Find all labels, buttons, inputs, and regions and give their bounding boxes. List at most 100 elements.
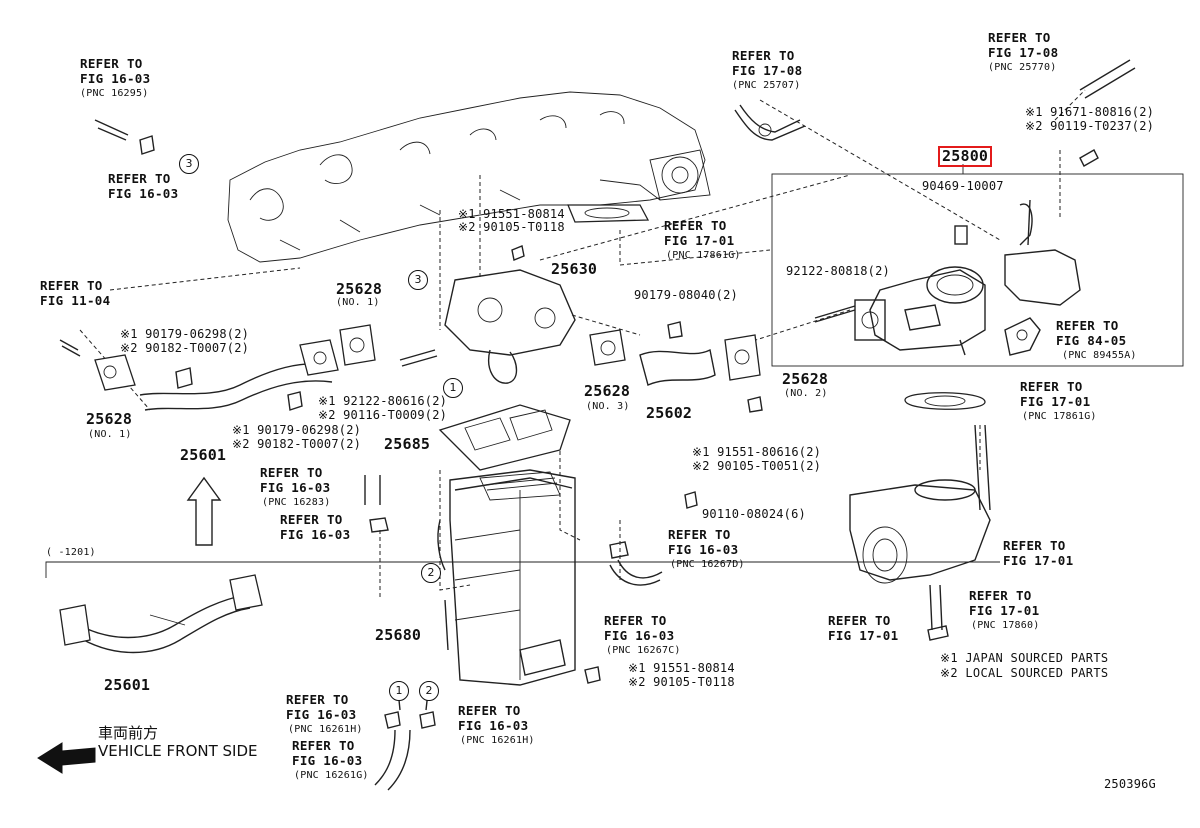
part-sublabel: (NO. 3) [586,401,630,412]
refer-label: REFER TO [828,613,891,628]
part-sublabel: (NO. 2) [784,388,828,399]
callout-circle-2: 2 [421,563,441,583]
refer-label: REFER TO [260,465,323,480]
fastener-label: ※2 90105-T0118 [458,220,565,234]
fastener-label: ※2 90105-T0118 [628,675,735,689]
refer-fig: FIG 11-04 [40,293,111,308]
refer-fig: FIG 16-03 [292,753,363,768]
fastener-label: ※2 90182-T0007(2) [232,437,362,451]
refer-fig: FIG 17-01 [664,233,735,248]
vehicle-front-en: VEHICLE FRONT SIDE [98,742,258,760]
egr-valve-box [771,59,1184,367]
refer-fig: FIG 17-01 [828,628,899,643]
fastener-label: ※2 90119-T0237(2) [1025,119,1155,133]
refer-label: REFER TO [286,692,349,707]
fastener-label: ※1 90179-06298(2) [232,423,362,437]
fastener-label: ※2 90105-T0051(2) [692,459,822,473]
refer-label: REFER TO [292,738,355,753]
part-number[interactable]: 25601 [104,676,151,694]
refer-label: REFER TO [280,512,343,527]
throttle-body [849,392,991,641]
callout-circle-1: 1 [443,378,463,398]
callout-circle-1: 1 [389,681,409,701]
refer-label: REFER TO [988,30,1051,45]
note-japan-sourced: ※1 JAPAN SOURCED PARTS [940,651,1109,665]
fastener-label: ※1 92122-80616(2) [318,394,448,408]
refer-label: REFER TO [40,278,103,293]
fastener-label: 90110-08024(6) [702,507,806,521]
refer-fig: FIG 17-01 [1020,394,1091,409]
part-sublabel: (NO. 1) [336,297,380,308]
fastener-label: 92122-80818(2) [786,264,890,278]
part-number[interactable]: 25602 [646,404,693,422]
refer-pnc: (PNC 17860) [971,620,1040,631]
refer-fig: FIG 16-03 [280,527,351,542]
refer-fig: FIG 16-03 [108,186,179,201]
refer-fig: FIG 16-03 [260,480,331,495]
refer-pnc: (PNC 17861G) [666,250,741,261]
part-number[interactable]: 25680 [375,626,422,644]
diagram-code: 250396G [1104,777,1156,791]
refer-pnc: (PNC 16261H) [460,735,535,746]
refer-fig: FIG 16-03 [286,707,357,722]
alt-pipe-bracket [45,561,1000,654]
year-bracket-label: ( -1201) [46,547,96,558]
egr-cooler [437,404,576,686]
refer-fig: FIG 16-03 [668,542,739,557]
refer-pnc: (PNC 89455A) [1062,350,1137,361]
arrow-up-drawing [186,476,222,546]
refer-label: REFER TO [668,527,731,542]
refer-pnc: (PNC 25770) [988,62,1057,73]
hose-17-08 [734,104,806,141]
refer-fig: FIG 17-01 [1003,553,1074,568]
center-assembly [94,119,763,413]
part-number[interactable]: 25628 [584,382,631,400]
fastener-label: ※2 90116-T0009(2) [318,408,448,422]
vehicle-front-jp: 車両前方 [98,724,159,742]
refer-pnc: (PNC 25707) [732,80,801,91]
refer-pnc: (PNC 16261G) [294,770,369,781]
fastener-label: ※1 91551-80616(2) [692,445,822,459]
refer-pnc: (PNC 16261H) [288,724,363,735]
refer-pnc: (PNC 16267C) [606,645,681,656]
leader-lines [79,99,1061,600]
fastener-label: ※1 91551-80814 [458,207,565,221]
hoses [364,475,698,791]
refer-label: REFER TO [1056,318,1119,333]
refer-fig: FIG 17-08 [732,63,803,78]
refer-fig: FIG 17-01 [969,603,1040,618]
refer-label: REFER TO [1003,538,1066,553]
refer-label: REFER TO [604,613,667,628]
fastener-label: ※2 90182-T0007(2) [120,341,250,355]
egr-pipe-25601 [59,339,339,411]
part-number-25800-highlight[interactable]: 25800 [938,146,993,167]
part-number[interactable]: 25630 [551,260,598,278]
refer-pnc: (PNC 16267D) [670,559,745,570]
refer-label: REFER TO [1020,379,1083,394]
refer-label: REFER TO [664,218,727,233]
front-arrow [37,742,96,774]
refer-label: REFER TO [108,171,171,186]
callout-circle-2: 2 [419,681,439,701]
part-number[interactable]: 25685 [384,435,431,453]
part-number[interactable]: 25628 [86,410,133,428]
refer-label: REFER TO [458,703,521,718]
refer-pnc: (PNC 16283) [262,497,331,508]
callout-circle-3: 3 [408,270,428,290]
refer-pnc: (PNC 16295) [80,88,149,99]
part-sublabel: (NO. 1) [88,429,132,440]
fastener-label: ※1 90179-06298(2) [120,327,250,341]
fastener-label: 90179-08040(2) [634,288,738,302]
refer-label: REFER TO [732,48,795,63]
part-number[interactable]: 25601 [180,446,227,464]
refer-fig: FIG 84-05 [1056,333,1127,348]
fastener-label: 90469-10007 [922,179,1004,193]
note-local-sourced: ※2 LOCAL SOURCED PARTS [940,666,1109,680]
fastener-label: ※1 91551-80814 [628,661,735,675]
part-number[interactable]: 25628 [782,370,829,388]
refer-pnc: (PNC 17861G) [1022,411,1097,422]
fastener-label: ※1 91671-80816(2) [1025,105,1155,119]
part-number[interactable]: 25628 [336,280,383,298]
